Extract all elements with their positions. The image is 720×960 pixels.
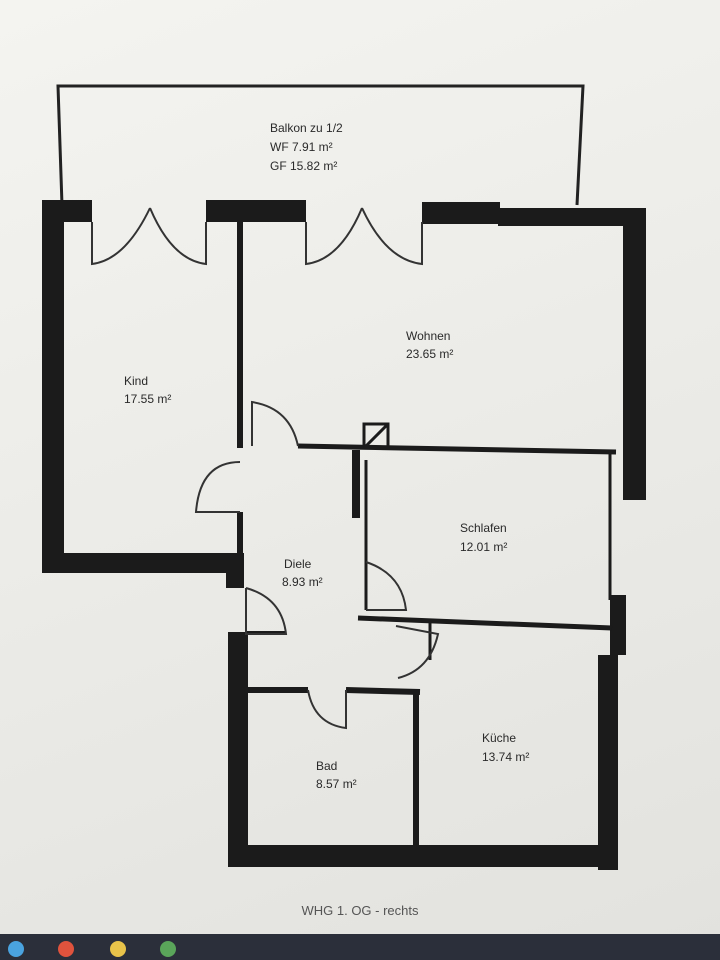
kind-name: Kind [124, 374, 148, 388]
kind-area: 17.55 m² [124, 392, 171, 406]
schlafen-area: 12.01 m² [460, 540, 507, 554]
wohnen-area: 23.65 m² [406, 347, 453, 361]
bad-area: 8.57 m² [316, 777, 357, 791]
exterior-walls [42, 200, 646, 870]
door-swings [91, 207, 440, 730]
folder-icon[interactable] [110, 941, 126, 957]
balkon-gf: GF 15.82 m² [270, 159, 337, 173]
balkon-name: Balkon zu 1/2 [270, 121, 343, 135]
kueche-name: Küche [482, 731, 516, 745]
browser-icon[interactable] [58, 941, 74, 957]
wohnen-name: Wohnen [406, 329, 450, 343]
balcony-outline [56, 84, 585, 206]
room-labels: Balkon zu 1/2 WF 7.91 m² GF 15.82 m² Kin… [124, 121, 529, 791]
shaft-symbol [362, 422, 390, 450]
kueche-area: 13.74 m² [482, 750, 529, 764]
diele-name: Diele [284, 557, 312, 571]
bad-name: Bad [316, 759, 337, 773]
schlafen-name: Schlafen [460, 521, 507, 535]
app-icon[interactable] [160, 941, 176, 957]
interior-walls [237, 218, 617, 846]
taskbar [0, 934, 720, 960]
start-icon[interactable] [8, 941, 24, 957]
diele-area: 8.93 m² [282, 575, 323, 589]
balkon-wf: WF 7.91 m² [270, 140, 333, 154]
plan-caption: WHG 1. OG - rechts [301, 903, 419, 918]
